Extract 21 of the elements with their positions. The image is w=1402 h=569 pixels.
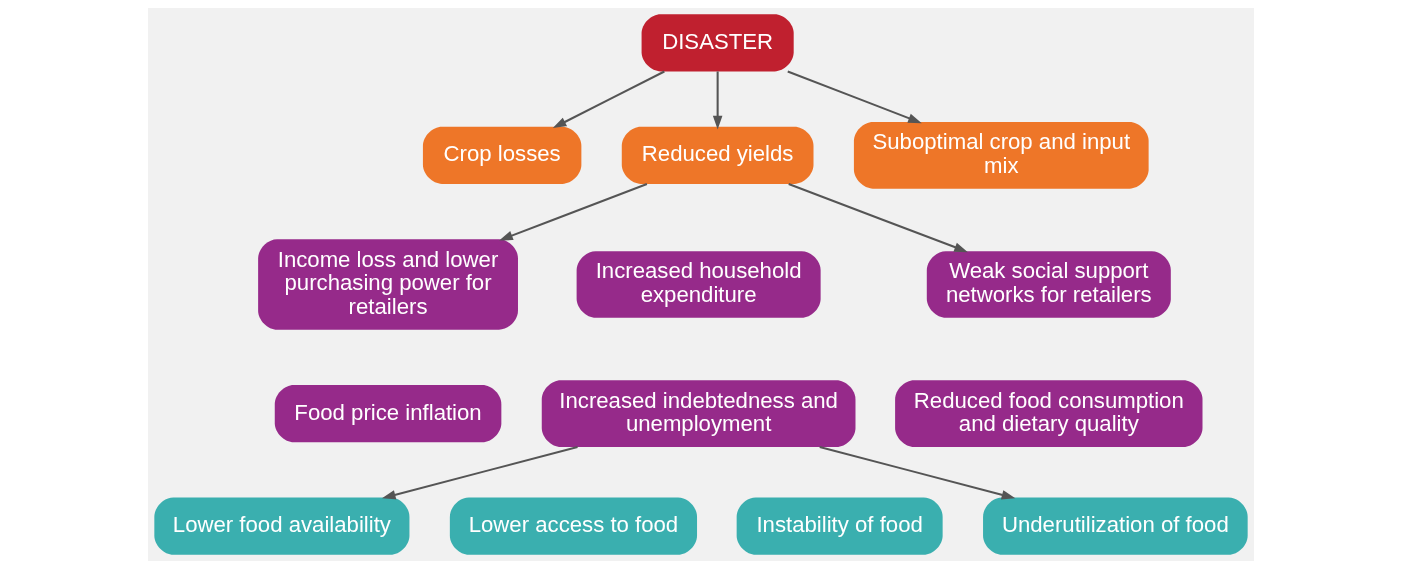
node-box: Lower access to food	[449, 497, 698, 555]
node-box: Food price inflation	[274, 385, 502, 443]
node-box: Weak social support networks for retailers	[926, 251, 1171, 318]
node-box: DISASTER	[641, 14, 794, 72]
node-box: Increased indebtedness and unemployment	[541, 380, 856, 447]
node-box: Reduced yields	[621, 126, 814, 184]
arrow	[499, 183, 648, 241]
arrow	[381, 446, 578, 500]
node-box: Reduced food consumption and dietary quality	[895, 380, 1203, 447]
node-box: Income loss and lower purchasing power for retailers	[258, 239, 518, 330]
node-box: Increased household expenditure	[576, 251, 821, 318]
arrow	[819, 446, 1016, 500]
node-box: Crop losses	[422, 126, 582, 184]
node-box: Lower food availability	[154, 497, 410, 555]
arrow	[712, 71, 723, 130]
node-box: Underutilization of food	[983, 497, 1248, 555]
arrow	[552, 70, 665, 129]
arrow	[788, 183, 968, 253]
node-box: Suboptimal crop and input mix	[853, 122, 1149, 189]
node-box: Instability of food	[736, 497, 943, 555]
arrow	[787, 70, 922, 124]
